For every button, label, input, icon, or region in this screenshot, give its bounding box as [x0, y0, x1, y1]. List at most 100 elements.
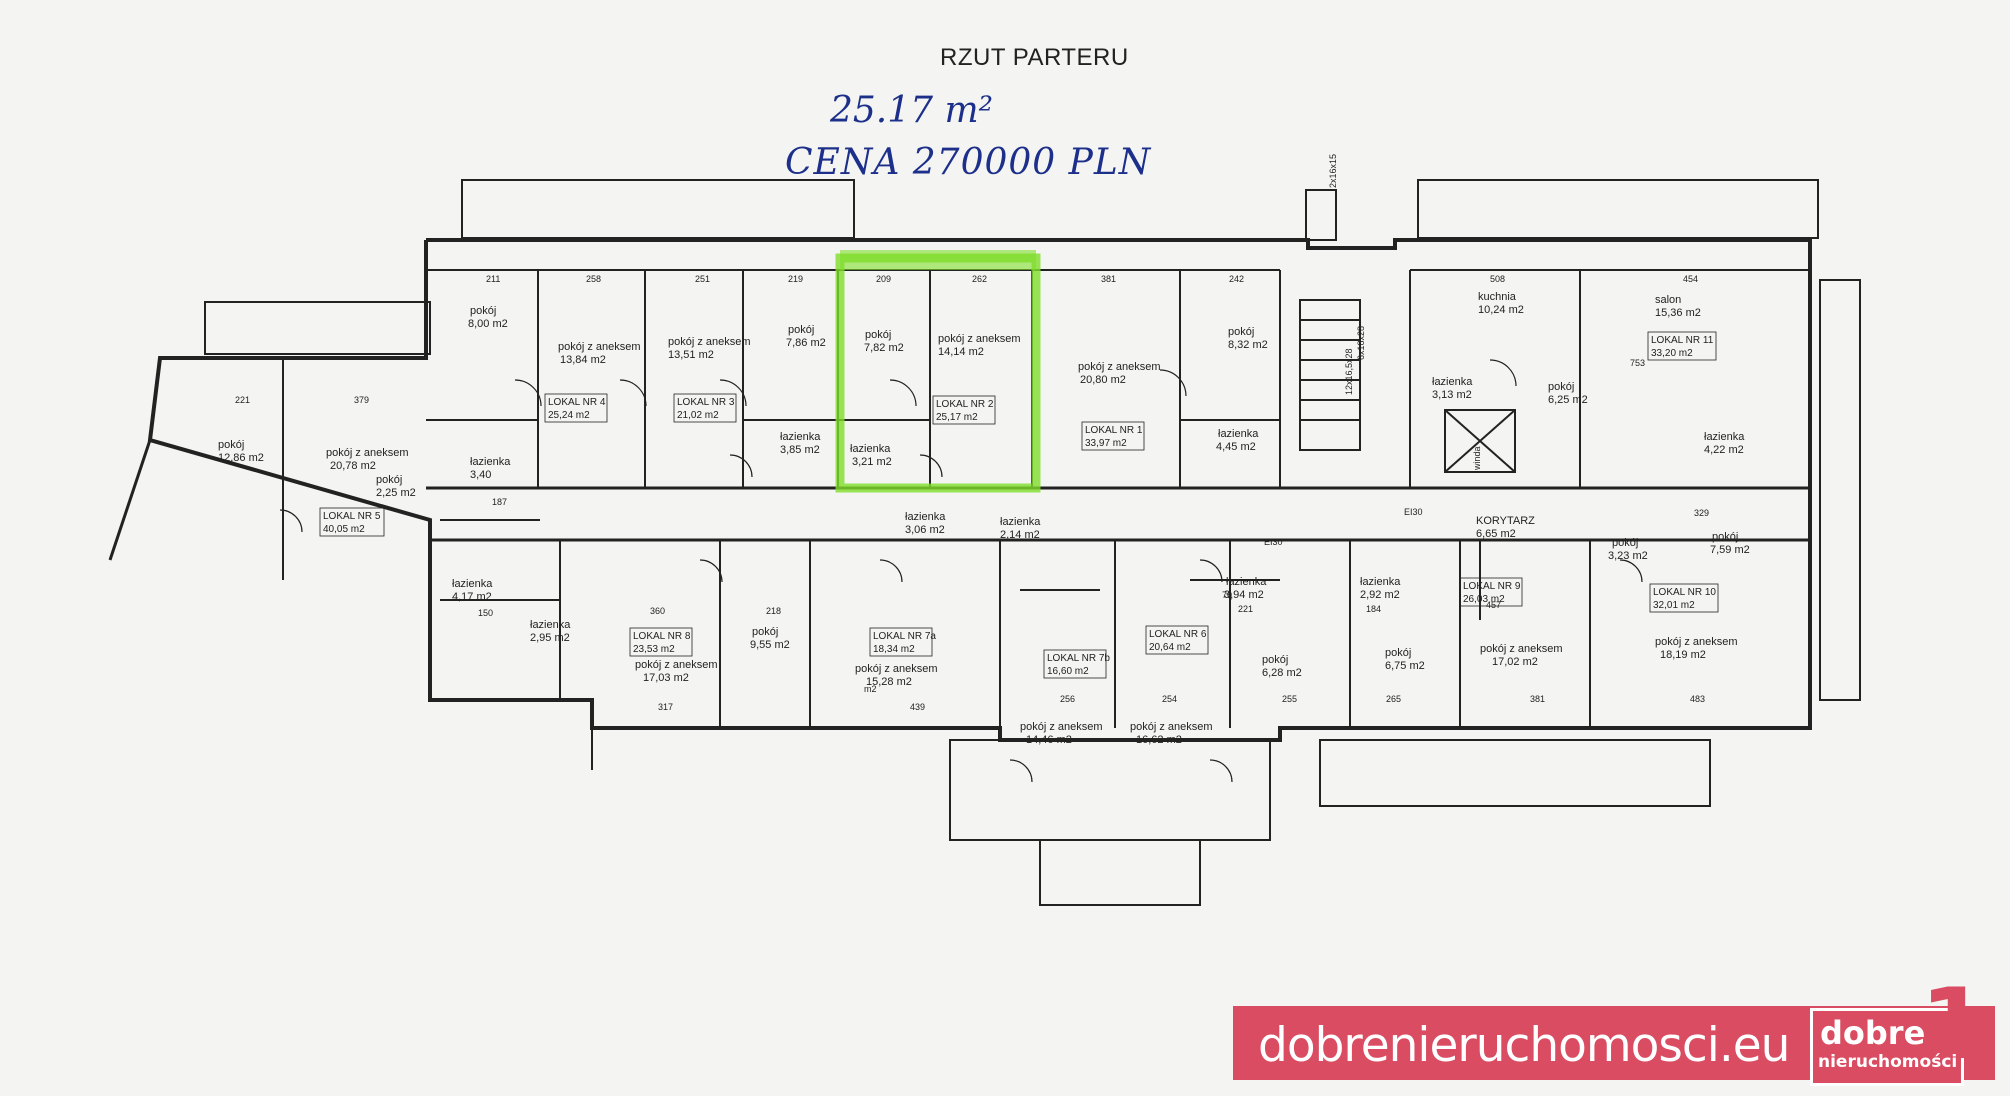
dimension-label: 254	[1162, 694, 1177, 704]
logo-box	[1810, 1008, 1964, 1086]
unit-area: 25,24 m2	[548, 410, 590, 421]
dimension-label: 219	[788, 274, 803, 284]
room-label: pokój z aneksem	[938, 333, 1021, 345]
room-area: 4,45 m2	[1216, 441, 1256, 453]
logo-word-bottom: nieruchomości	[1818, 1052, 1958, 1072]
dimension-label: 211	[486, 274, 500, 284]
dimension-label: 221	[1238, 604, 1253, 614]
room-area: 4,22 m2	[1704, 444, 1744, 456]
room-area: 2,95 m2	[530, 632, 570, 644]
unit-name: LOKAL NR 6	[1149, 629, 1207, 640]
dimension-label: 218	[766, 606, 781, 616]
dimension-label: 508	[1490, 274, 1505, 284]
balcony-bottom	[1039, 839, 1201, 906]
dimension-label: 187	[492, 497, 507, 507]
room-area: 13,51 m2	[668, 349, 714, 361]
dimension-label: 221	[235, 395, 250, 405]
room-area: 9,55 m2	[750, 639, 790, 651]
room-label: pokój	[470, 305, 496, 317]
room-area: 15,28 m2	[866, 676, 912, 688]
dimension-label: 360	[650, 606, 665, 616]
room-area: 6,25 m2	[1548, 394, 1588, 406]
unit-name: LOKAL NR 4	[548, 397, 606, 408]
corridor-label: KORYTARZ	[1476, 515, 1535, 527]
dimension-label: 265	[1386, 694, 1401, 704]
dimension-label: 483	[1690, 694, 1705, 704]
unit-name: LOKAL NR 1	[1085, 425, 1143, 436]
dimension-label: 242	[1229, 274, 1244, 284]
unit-area: 33,20 m2	[1651, 348, 1693, 359]
room-label: łazienka	[1218, 428, 1259, 440]
room-area: 3,94 m2	[1224, 589, 1264, 601]
room-label: łazienka	[850, 443, 891, 455]
room-area: 20,80 m2	[1080, 374, 1126, 386]
unit-area: 25,17 m2	[936, 412, 978, 423]
room-area: 7,86 m2	[786, 337, 826, 349]
unit-name: LOKAL NR 10	[1653, 587, 1716, 598]
room-area: 4,17 m2	[452, 591, 492, 603]
room-area: 8,00 m2	[468, 318, 508, 330]
unit-area: 26,03 m2	[1463, 594, 1505, 605]
dimension-label: 381	[1530, 694, 1545, 704]
dimension-label: 255	[1282, 694, 1297, 704]
dimension-label: 381	[1101, 274, 1116, 284]
room-label: pokój z aneksem	[855, 663, 938, 675]
unit-area: 23,53 m2	[633, 644, 675, 655]
dimension-label: 184	[1366, 604, 1381, 614]
dimension-label: 150	[478, 608, 493, 618]
room-area: 3,06 m2	[905, 524, 945, 536]
room-area: 6,75 m2	[1385, 660, 1425, 672]
room-label: pokój	[752, 626, 778, 638]
room-label: pokój	[218, 439, 244, 451]
room-label: łazienka	[1704, 431, 1745, 443]
room-label: pokój z aneksem	[668, 336, 751, 348]
handwritten-area-note: 25.17 m²	[830, 90, 994, 131]
room-area: 13,84 m2	[560, 354, 606, 366]
brand-site-name: dobrenieruchomosci.eu	[1258, 1018, 1790, 1073]
entrance-steps	[1305, 189, 1337, 241]
unit-name: LOKAL NR 5	[323, 511, 381, 522]
room-label: pokój	[1262, 654, 1288, 666]
room-label: pokój	[1385, 647, 1411, 659]
dimension-label: 262	[972, 274, 987, 284]
room-area: 3,85 m2	[780, 444, 820, 456]
balcony-top-left	[461, 179, 855, 239]
room-label: łazienka	[905, 511, 946, 523]
room-area: 17,02 m2	[1492, 656, 1538, 668]
room-area: 3,23 m2	[1608, 550, 1648, 562]
room-area: 14,46 m2	[1026, 734, 1072, 746]
room-label: pokój z aneksem	[1078, 361, 1161, 373]
elevator-shaft	[1444, 409, 1516, 473]
balcony-bottom-center	[949, 739, 1271, 841]
logo-number: 1	[1920, 968, 1989, 1082]
room-label: pokój	[788, 324, 814, 336]
room-label: pokój	[1612, 537, 1638, 549]
dimension-label: 439	[910, 702, 925, 712]
brand-logo: 1 dobre nieruchomości	[1800, 968, 1998, 1086]
room-area: 2,92 m2	[1360, 589, 1400, 601]
unit-name: LOKAL NR 2	[936, 399, 994, 410]
dimension-label: 258	[586, 274, 601, 284]
dimension-label: 317	[658, 702, 673, 712]
room-label: pokój z aneksem	[1655, 636, 1738, 648]
room-area: 2,14 m2	[1000, 529, 1040, 541]
room-label: łazienka	[470, 456, 511, 468]
corridor-area: 6,65 m2	[1476, 528, 1516, 540]
room-area: 3,21 m2	[852, 456, 892, 468]
dimension-label: 251	[695, 274, 710, 284]
fire-door-label: EI30	[1264, 537, 1283, 547]
room-label: pokój z aneksem	[635, 659, 718, 671]
room-label: łazienka	[1432, 376, 1473, 388]
unit-name: LOKAL NR 8	[633, 631, 691, 642]
room-label: pokój	[376, 474, 402, 486]
room-label: łazienka	[1000, 516, 1041, 528]
dimension-label: 454	[1683, 274, 1698, 284]
room-area: 7,59 m2	[1710, 544, 1750, 556]
unit-area: 40,05 m2	[323, 524, 365, 535]
unit-area: 20,64 m2	[1149, 642, 1191, 653]
elevator-label: winda	[1472, 446, 1482, 471]
room-area: 6,28 m2	[1262, 667, 1302, 679]
unit-area: 21,02 m2	[677, 410, 719, 421]
room-area: 8,32 m2	[1228, 339, 1268, 351]
room-label: pokój z aneksem	[326, 447, 409, 459]
